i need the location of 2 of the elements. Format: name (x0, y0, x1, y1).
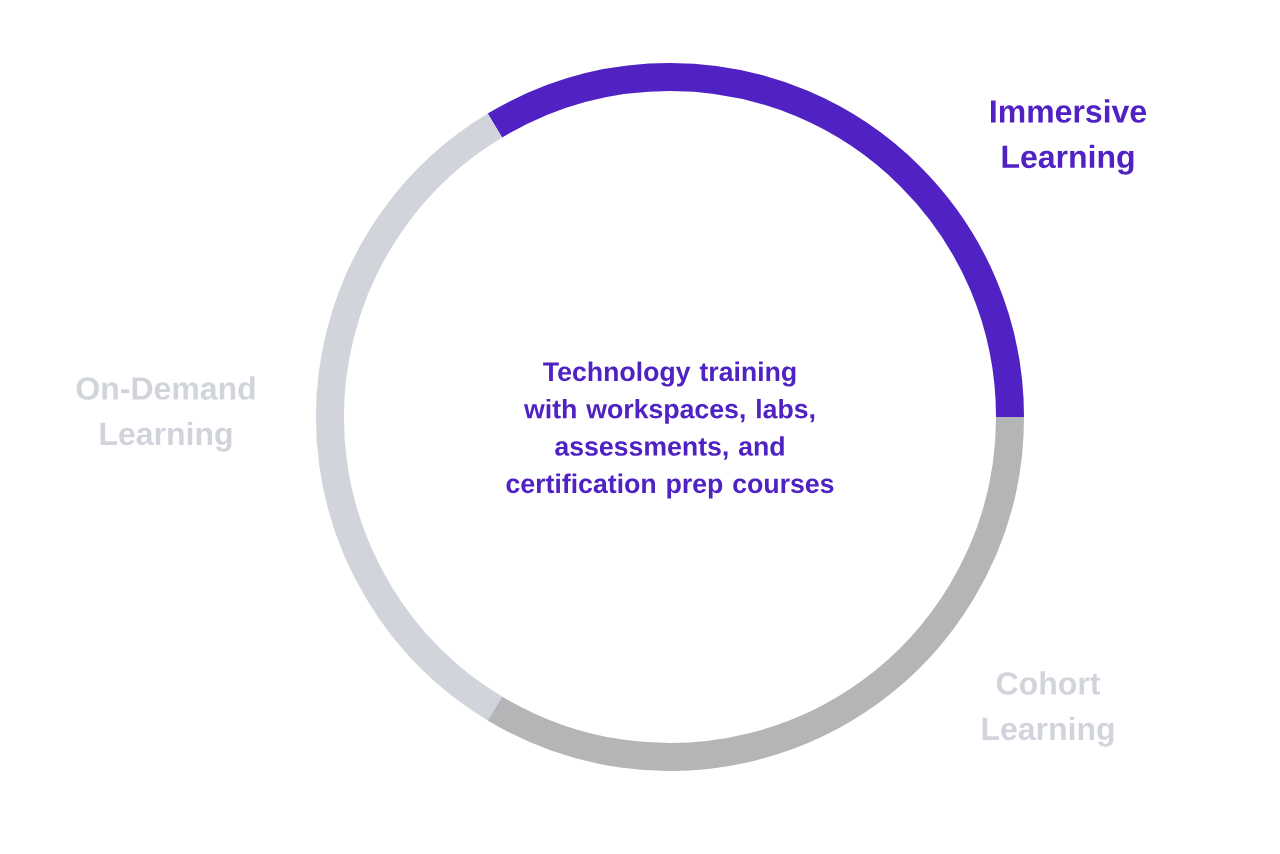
center-text: Technology training with workspaces, labs, assessments, and certification prep courses (506, 361, 834, 499)
segment-label: Immersive Learning (991, 99, 1147, 175)
